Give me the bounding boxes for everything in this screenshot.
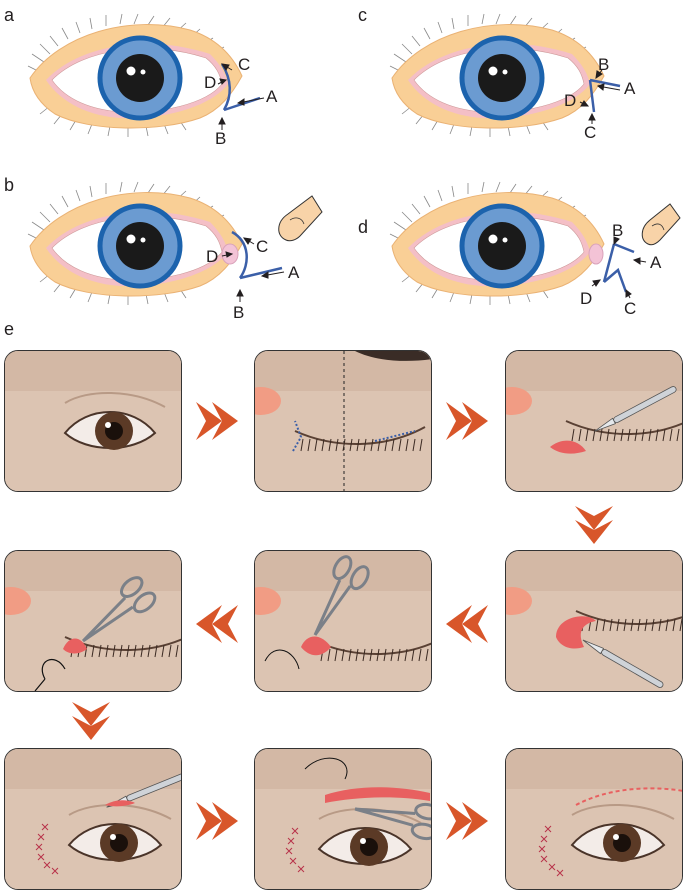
panel-a-eye [28, 14, 261, 137]
label-a-D: D [204, 73, 217, 92]
panel-b-arrows [221, 237, 285, 302]
arrow-right-icon [446, 802, 488, 840]
label-b-B: B [233, 303, 245, 322]
panel-letter-a: a [4, 5, 15, 25]
step-2-photo [254, 350, 432, 492]
panel-d-eye [390, 182, 635, 305]
label-c-D: D [564, 91, 577, 110]
label-d-D: D [580, 289, 593, 308]
label-b-A: A [288, 263, 300, 282]
schematic-diagrams [0, 0, 681, 330]
step-1-photo [4, 350, 182, 492]
panel-letter-d: d [358, 217, 369, 237]
label-b-D: D [206, 247, 219, 266]
label-d-C: C [624, 299, 637, 318]
label-c-B: B [598, 55, 610, 74]
panel-d-arrows [591, 236, 647, 299]
label-c-A: A [624, 79, 636, 98]
arrow-right-icon [196, 402, 238, 440]
step-5-photo [254, 550, 432, 692]
label-a-C: C [238, 55, 251, 74]
label-b-C: C [256, 237, 269, 256]
panel-a-arrows [217, 63, 265, 130]
step-3-photo [505, 350, 683, 492]
arrow-right-icon [196, 802, 238, 840]
step-8-photo [254, 748, 432, 890]
step-6-photo [4, 550, 182, 692]
label-a-A: A [266, 87, 278, 106]
panel-letter-c: c [358, 5, 367, 25]
arrow-left-icon [196, 605, 238, 643]
label-a-B: B [215, 129, 227, 148]
step-9-photo [505, 748, 683, 890]
panel-b-eye [28, 182, 283, 305]
arrow-right-icon [446, 402, 488, 440]
finger-icon-d [641, 203, 681, 246]
finger-icon-b [278, 195, 323, 242]
arrow-down-icon [575, 506, 613, 544]
label-c-C: C [584, 123, 597, 142]
label-d-A: A [650, 253, 662, 272]
panel-c-eye [390, 14, 621, 137]
arrow-down-icon [72, 702, 110, 740]
arrow-left-icon [446, 605, 488, 643]
panel-letter-e: e [4, 319, 15, 339]
panel-c-arrows [579, 69, 621, 124]
step-7-photo [4, 748, 182, 890]
step-4-photo [505, 550, 683, 692]
label-d-B: B [612, 221, 624, 240]
panel-letter-b: b [4, 175, 15, 195]
